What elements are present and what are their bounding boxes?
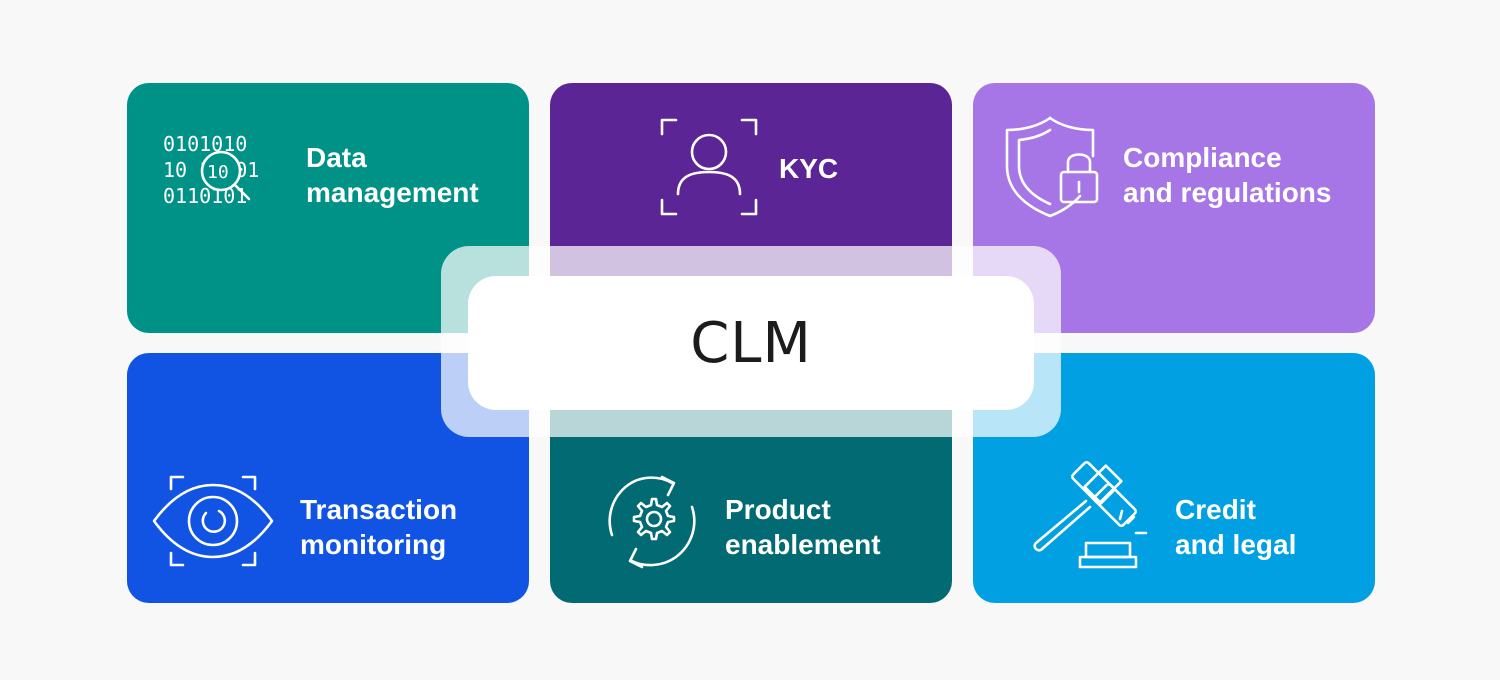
center-title: CLM <box>690 310 812 376</box>
card-kyc-label: KYC <box>779 153 839 184</box>
gear-refresh-icon <box>608 475 696 569</box>
gavel-icon <box>1033 461 1148 569</box>
svg-text:0101010: 0101010 <box>163 133 247 156</box>
svg-text:10: 10 <box>207 162 229 183</box>
card-product-label: Product enablement <box>725 494 881 560</box>
card-transaction-label: Transaction monitoring <box>300 494 458 560</box>
center-box: CLM <box>468 276 1034 410</box>
svg-text:0110101: 0110101 <box>163 184 247 208</box>
binary-search-icon: 0101010 10 10 01 0110101 10 <box>163 133 259 208</box>
card-compliance-label: Compliance and regulations <box>1123 142 1332 208</box>
card-credit-label: Credit and legal <box>1175 494 1297 560</box>
shield-lock-icon <box>1005 116 1099 218</box>
user-scan-icon <box>660 118 758 216</box>
card-data-management-label: Data management <box>306 142 479 208</box>
eye-scan-icon <box>152 475 274 567</box>
card-data-management: 0101010 10 10 01 0110101 10 Data managem… <box>127 83 529 333</box>
